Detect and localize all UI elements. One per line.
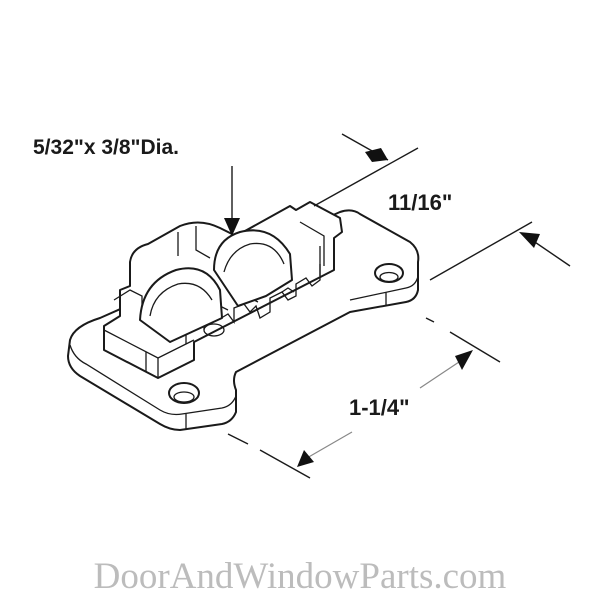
length-dimension bbox=[227, 317, 501, 479]
length-label: 1-1/4" bbox=[349, 395, 410, 420]
roller-front bbox=[139, 267, 225, 343]
watermark: DoorAndWindowParts.com bbox=[93, 556, 507, 597]
roller-size-callout bbox=[224, 166, 240, 236]
roller-size-label: 5/32"x 3/8"Dia. bbox=[33, 136, 180, 159]
roller-rear bbox=[213, 229, 293, 307]
mounting-hole-right bbox=[374, 263, 404, 283]
mounting-hole-left bbox=[168, 382, 200, 404]
width-dimension bbox=[313, 133, 571, 281]
width-label: 11/16" bbox=[388, 190, 453, 215]
